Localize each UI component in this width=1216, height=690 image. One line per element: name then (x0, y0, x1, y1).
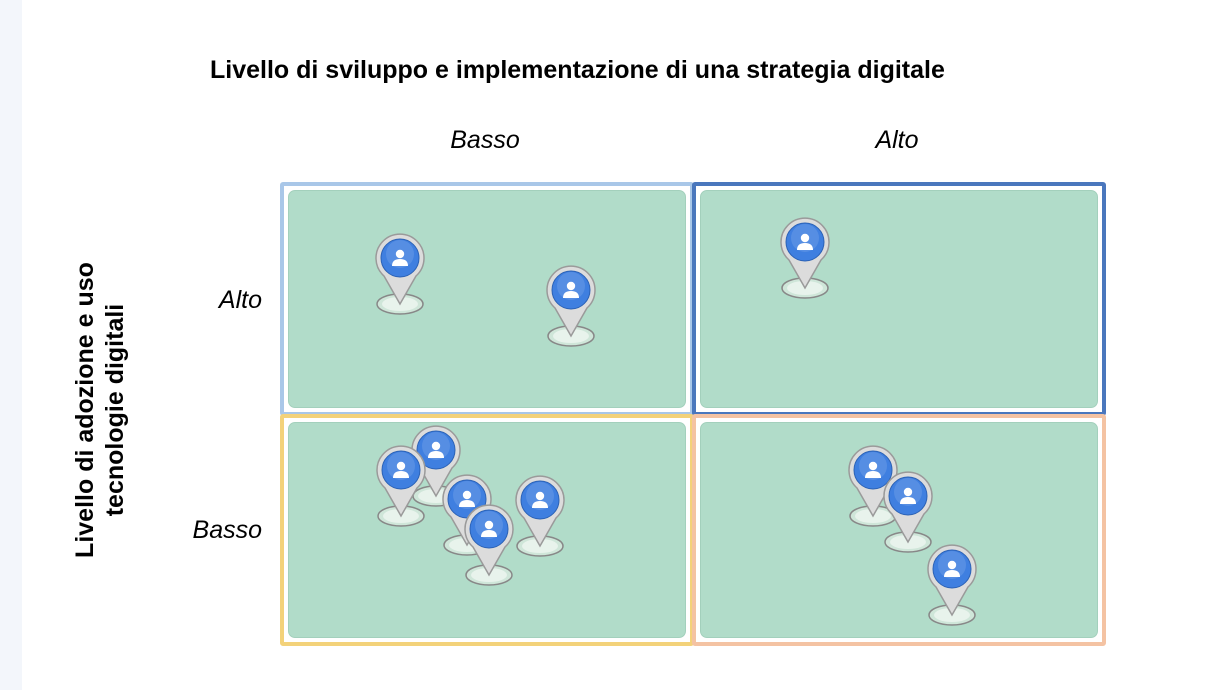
user-pin-icon (543, 264, 599, 360)
user-pin-icon (924, 543, 980, 639)
quadrant-alto-basso (692, 414, 1106, 646)
y-axis-title-line-2: tecnologie digitali (101, 303, 129, 517)
quadrant-basso-basso (280, 414, 694, 646)
user-pin-icon (777, 216, 833, 312)
user-pin-icon (461, 503, 517, 599)
quadrant-basso-alto (280, 182, 694, 416)
user-pin-icon (845, 444, 901, 540)
quadrant-alto-alto (692, 182, 1106, 416)
user-pin-icon (373, 444, 429, 540)
diagram-title: Livello di sviluppo e implementazione di… (210, 56, 945, 84)
row-label-alto: Alto (218, 286, 262, 314)
y-axis-title: Livello di adozione e uso tecnologie dig… (60, 210, 140, 610)
column-label-basso: Basso (450, 126, 520, 154)
user-pin-icon (512, 474, 568, 570)
column-label-alto: Alto (875, 126, 919, 154)
user-pin-icon (880, 470, 936, 566)
row-label-basso: Basso (192, 516, 262, 544)
user-pin-icon (372, 232, 428, 328)
left-strip (0, 0, 22, 690)
y-axis-title-line-1: Livello di adozione e uso (71, 262, 99, 558)
